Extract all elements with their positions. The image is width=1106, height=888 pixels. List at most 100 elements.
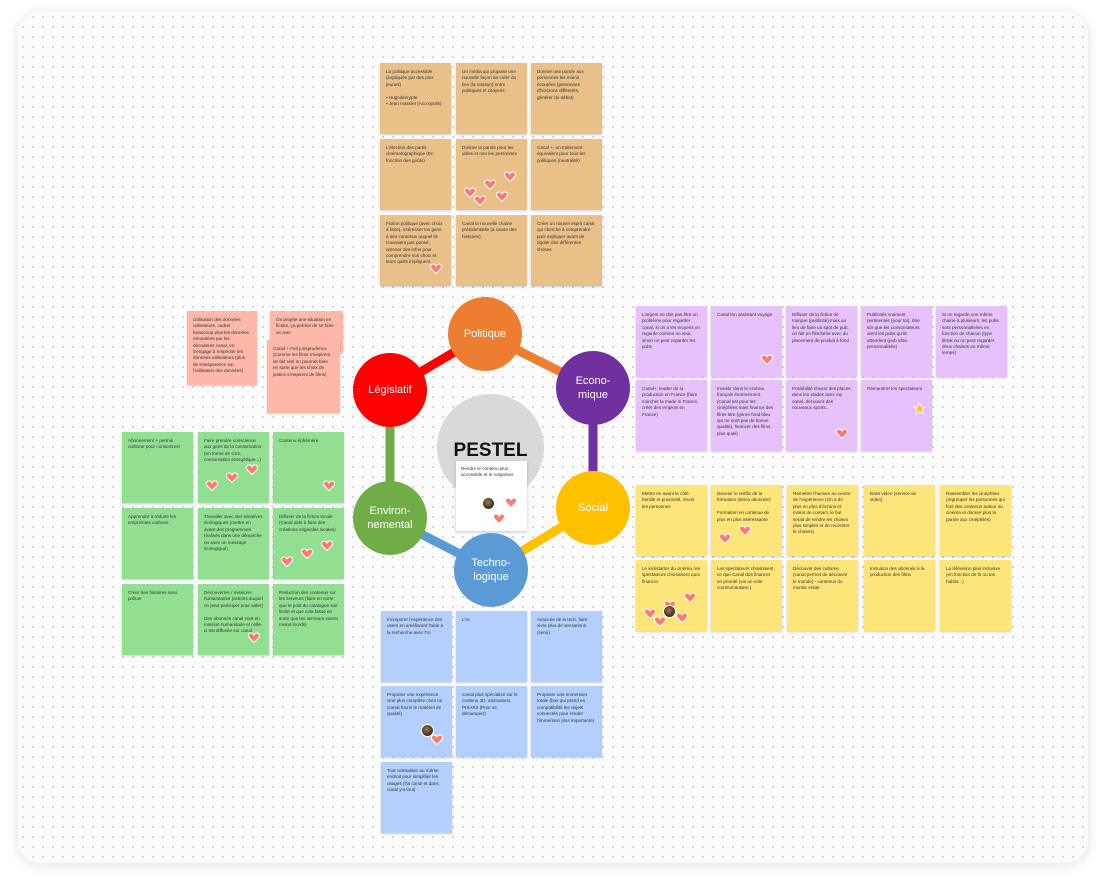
pestel-node-technologique[interactable]: Techno- logique [454, 533, 528, 607]
sticky-note-text: Diffuser de la fiction de marque (public… [792, 312, 849, 343]
sticky-note-politique[interactable]: Canal +, un traitement équivalent pour t… [531, 139, 602, 210]
sticky-note-economique[interactable]: Canal ton assistant voyage [711, 306, 782, 377]
sticky-note-legislatif[interactable]: Canal + Fait jurisprudence (Comme les fi… [267, 340, 340, 413]
pestel-node-social[interactable]: Social [556, 471, 630, 545]
sticky-note-economique[interactable]: Publicités vraiment pertinentes (pour to… [861, 306, 932, 377]
sticky-note-economique[interactable]: Canal+, leader de la production en Franc… [636, 380, 707, 451]
sticky-note-text: Canal + Fait jurisprudence (Comme les fi… [273, 346, 331, 377]
sticky-note-social[interactable]: Les spectateurs choisissent ce que Canal… [711, 560, 782, 631]
heart-reaction-icon[interactable] [301, 548, 313, 559]
sticky-note-economique[interactable]: Diffuser de la fiction de marque (public… [786, 306, 857, 377]
heart-reaction-icon[interactable] [321, 540, 333, 551]
heart-reaction-icon[interactable] [504, 171, 516, 182]
sticky-note-social[interactable]: Le kickstarter du cinéma, les spectateur… [636, 560, 707, 631]
user-avatar[interactable] [482, 497, 495, 510]
sticky-note-technologique[interactable]: Proposer une expérience ciné plus complè… [381, 686, 452, 757]
sticky-note-environnemental[interactable]: Abonnement + permis carbone pour consomm… [122, 432, 193, 503]
sticky-note-technologique[interactable]: Incorporer l'expérience des users en amé… [381, 611, 452, 682]
sticky-note-text: On projète une situation en fiction, ça … [276, 317, 334, 335]
heart-reaction-icon[interactable] [505, 497, 517, 508]
center-note-text: Rendre le contenu plus accessible et le … [461, 466, 514, 478]
pestel-node-politique[interactable]: Politique [448, 297, 522, 371]
heart-reaction-icon[interactable] [739, 525, 751, 536]
sticky-note-social[interactable]: Remettre l'humain au centre de l'expérie… [787, 485, 858, 556]
sticky-note-politique[interactable]: Créer un nouvel esprit canal qui cherche… [531, 215, 602, 286]
heart-reaction-icon[interactable] [323, 480, 335, 491]
sticky-note-politique[interactable]: Donner la parole pour les idées et non l… [456, 139, 527, 210]
sticky-note-text: Inclusion des abonnés à la production de… [870, 566, 925, 578]
heart-reaction-icon[interactable] [226, 472, 238, 483]
heart-reaction-icon[interactable] [676, 612, 688, 623]
sticky-note-social[interactable]: Bass video (service as video) [864, 485, 935, 556]
sticky-note-technologique[interactable]: L'IA [456, 611, 527, 682]
center-sticky-note[interactable]: Rendre le contenu plus accessible et le … [456, 461, 527, 531]
sticky-note-social[interactable]: Découvrir des cultures (canal permet de … [787, 560, 858, 631]
sticky-note-text: Donner une parole aux personnes les moin… [537, 69, 584, 100]
sticky-note-technologique[interactable]: Tout centraliser au même endroit pour si… [381, 762, 452, 833]
sticky-note-politique[interactable]: Un média qui propose une nouvelle façon … [456, 63, 527, 134]
sticky-note-environnemental[interactable]: Découvertes / missions humanitaires (act… [198, 584, 269, 655]
star-reaction-icon[interactable] [913, 402, 926, 415]
sticky-note-environnemental[interactable]: Contenu éphémère [273, 432, 344, 503]
heart-reaction-icon[interactable] [430, 263, 442, 274]
pestel-node-label: Législatif [368, 384, 412, 396]
sticky-note-economique[interactable]: Possibilité d'avoir des places dans les … [786, 380, 857, 451]
sticky-note-text: Créer des histoires sans polluer [128, 590, 178, 602]
sticky-note-politique[interactable]: Fiction politique (avec choix à faire), … [380, 215, 451, 286]
sticky-note-technologique[interactable]: Canal plus spécialisé sur le contenu 3D,… [456, 686, 527, 757]
heart-reaction-icon[interactable] [493, 513, 505, 524]
sticky-note-politique[interactable]: L'élection des partis cinématographique … [380, 139, 451, 210]
sticky-note-environnemental[interactable]: Reduction des contenus sur les serveurs … [273, 584, 344, 655]
pestel-node-label: Environ- nemental [367, 505, 413, 531]
sticky-note-text: Abonnement + permis carbone pour consomm… [128, 438, 181, 450]
heart-reaction-icon[interactable] [484, 179, 496, 190]
sticky-note-politique[interactable]: Canal la nouvelle chaine présidentielle … [456, 215, 527, 286]
sticky-note-economique[interactable]: Investir dans le cinéma français énormém… [711, 380, 782, 451]
heart-reaction-icon[interactable] [761, 354, 773, 365]
heart-reaction-icon[interactable] [248, 632, 260, 643]
sticky-note-social[interactable]: Inclusion des abonnés à la production de… [864, 560, 935, 631]
sticky-note-environnemental[interactable]: Créer des histoires sans polluer [122, 584, 193, 655]
sticky-note-environnemental[interactable]: Apprendre à réduire les empreintes carbo… [122, 508, 193, 579]
heart-reaction-icon[interactable] [281, 556, 293, 567]
sticky-note-social[interactable]: Rassembler les cinéphiles (regrouper les… [940, 485, 1011, 556]
heart-reaction-icon[interactable] [464, 187, 476, 198]
sticky-note-social[interactable]: La télévision plus inclusive (en fonctio… [940, 560, 1011, 631]
sticky-note-text: Un média qui propose une nouvelle façon … [462, 69, 517, 94]
sticky-note-politique[interactable]: La politique accessible (expliquée par d… [380, 63, 451, 134]
user-avatar[interactable] [421, 724, 434, 737]
user-avatar[interactable] [663, 605, 676, 618]
sticky-note-environnemental[interactable]: Faire prendre conscience aux gens de la … [198, 432, 269, 503]
sticky-note-legislatif[interactable]: Utilisation des données utilisateurs, ca… [187, 311, 257, 385]
heart-reaction-icon[interactable] [246, 464, 258, 475]
sticky-note-social[interactable]: Devenir le netflix de la formation (stri… [711, 485, 782, 556]
sticky-note-technologique[interactable]: Proposer une immersion totale (box qui p… [531, 686, 602, 757]
sticky-note-text: Canal plus spécialisé sur le contenu 3D,… [462, 692, 518, 717]
heart-reaction-icon[interactable] [719, 533, 731, 544]
heart-reaction-icon[interactable] [206, 480, 218, 491]
sticky-note-economique[interactable]: Si on regarde une même chaine à plusieur… [936, 306, 1007, 377]
heart-reaction-icon[interactable] [431, 734, 443, 745]
sticky-note-text: Bass video (service as video) [870, 491, 916, 503]
heart-reaction-icon[interactable] [654, 616, 666, 627]
sticky-note-economique[interactable]: Rémunérer les spectateurs [861, 380, 932, 451]
heart-reaction-icon[interactable] [684, 592, 696, 603]
sticky-note-text: Apprendre à réduire les empreintes carbo… [128, 514, 177, 526]
sticky-note-technologique[interactable]: Avancée de la tech, faire vivre plus de … [531, 611, 602, 682]
pestel-node-environnemental[interactable]: Environ- nemental [353, 481, 427, 555]
sticky-note-economique[interactable]: L'argent ne doit pas être un problème po… [636, 306, 707, 377]
sticky-note-social[interactable]: Mettre en avant le côté famille et proxi… [636, 485, 707, 556]
sticky-note-environnemental[interactable]: Travailler avec des initiatives écologiq… [198, 508, 269, 579]
pestel-node-economique[interactable]: Econo- mique [556, 351, 630, 425]
heart-reaction-icon[interactable] [474, 195, 486, 206]
pestel-node-législatif[interactable]: Législatif [353, 353, 427, 427]
heart-reaction-icon[interactable] [836, 428, 848, 439]
pestel-node-label: Econo- mique [575, 375, 611, 401]
sticky-note-text: Les spectateurs choisissent ce que Canal… [717, 566, 774, 591]
sticky-note-environnemental[interactable]: Diffuser de la fiction locale (Canal aid… [273, 508, 344, 579]
heart-reaction-icon[interactable] [496, 191, 508, 202]
heart-reaction-icon[interactable] [644, 608, 656, 619]
sticky-note-politique[interactable]: Donner une parole aux personnes les moin… [531, 63, 602, 134]
sticky-note-text: Contenu éphémère [279, 438, 319, 443]
sticky-note-text: Donner la parole pour les idées et non l… [462, 145, 517, 157]
